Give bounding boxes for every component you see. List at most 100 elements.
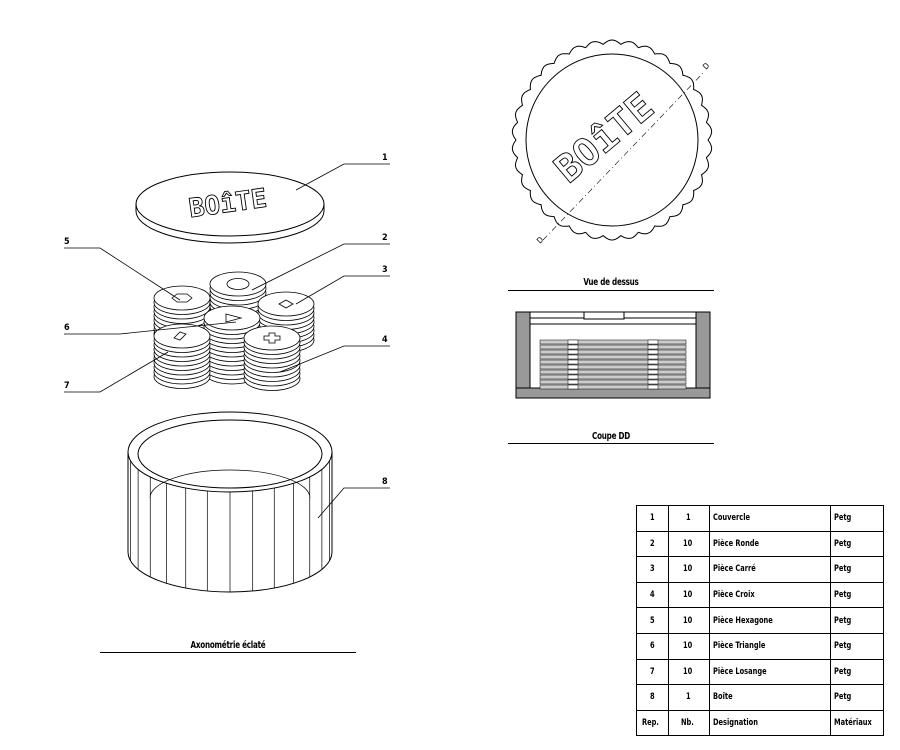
stack-cross: [243, 325, 301, 391]
bom-cell-rep: 7: [636, 658, 669, 686]
callout-5: 5: [64, 237, 70, 247]
bom-text-material: Petg: [833, 513, 852, 524]
bom-cell-rep: 8: [636, 684, 669, 711]
bom-row: 3 10 Pièce Carré Petg: [636, 556, 885, 583]
bom-text-nb: 10: [682, 564, 693, 575]
bom-cell-designation: Designation: [708, 709, 831, 737]
bom-cell-material: Petg: [829, 556, 885, 583]
callout-4: 4: [382, 335, 388, 345]
bom-row: 5 10 Pièce Hexagone Petg: [636, 607, 885, 634]
callout-3: 3: [382, 265, 388, 275]
bom-text-rep: 4: [649, 590, 655, 601]
bom-cell-rep: 2: [636, 530, 669, 558]
bom-text-material: Petg: [833, 538, 852, 549]
bom-row: 8 1 Boîte Petg: [636, 684, 885, 711]
bom-text-designation: Designation: [712, 718, 758, 729]
bom-cell-designation: Pièce Carré: [708, 556, 831, 583]
bom-cell-rep: Rep.: [636, 709, 669, 737]
bom-cell-material: Petg: [829, 530, 885, 558]
bom-header-row: Rep. Nb. Designation Matériaux: [636, 709, 885, 737]
bom-cell-designation: Boîte: [708, 684, 831, 711]
box-part: [127, 411, 333, 593]
section-marker-bottom: D: [535, 235, 546, 246]
bom-cell-rep: 3: [636, 556, 669, 583]
bom-cell-material: Petg: [829, 658, 885, 686]
stack-rhombus: [153, 323, 211, 389]
bom-cell-nb: 10: [667, 607, 710, 634]
callout-8: 8: [382, 477, 388, 487]
section-marker-top: D: [701, 61, 712, 72]
bom-text-designation: Pièce Triangle: [712, 641, 765, 652]
bom-text-designation: Pièce Carré: [712, 564, 756, 575]
top-logo: BOîTE: [546, 84, 662, 191]
bom-cell-designation: Pièce Losange: [708, 658, 831, 686]
exploded-caption-underline: [100, 652, 356, 653]
bom-cell-designation: Couvercle: [708, 505, 831, 532]
section-view: [515, 311, 711, 399]
bom-cell-material: Petg: [829, 581, 885, 609]
bom-text-nb: 10: [682, 590, 693, 601]
bom-text-nb: 10: [682, 615, 693, 626]
bom-cell-material: Petg: [829, 607, 885, 634]
bom-cell-designation: Pièce Croix: [708, 581, 831, 609]
bom-text-material: Petg: [833, 666, 852, 677]
bom-row: 4 10 Pièce Croix Petg: [636, 581, 885, 609]
bom-text-nb: 1: [685, 692, 691, 703]
callout-6: 6: [64, 323, 70, 333]
bom-text-rep: 7: [649, 666, 655, 677]
bom-cell-material: Matériaux: [829, 709, 885, 737]
leader-lines: [64, 163, 390, 519]
bom-cell-nb: 1: [667, 505, 710, 532]
bom-text-rep: 3: [649, 564, 655, 575]
bom-text-rep: 5: [649, 615, 655, 626]
piece-stacks: [153, 271, 315, 391]
bom-cell-designation: Pièce Hexagone: [708, 607, 831, 634]
callout-7: 7: [64, 381, 70, 391]
bom-text-designation: Pièce Croix: [712, 590, 755, 601]
bom-cell-nb: 1: [667, 684, 710, 711]
bom-text-rep: 2: [649, 538, 655, 549]
callout-2: 2: [382, 233, 388, 243]
top-caption-underline: [508, 290, 714, 291]
bom-cell-rep: 5: [636, 607, 669, 634]
bom-text-rep: 1: [649, 513, 655, 524]
bom-text-material: Matériaux: [833, 718, 872, 729]
exploded-view-caption: Axonométrie éclaté: [190, 640, 266, 651]
bom-cell-nb: 10: [667, 530, 710, 558]
bom-cell-nb: 10: [667, 632, 710, 660]
bom-cell-material: Petg: [829, 632, 885, 660]
bom-text-rep: 8: [649, 692, 655, 703]
bom-text-designation: Boîte: [712, 692, 733, 703]
top-view-caption: Vue de dessus: [583, 277, 639, 288]
top-view: BOîTE D D: [511, 39, 713, 246]
bom-text-rep: Rep.: [642, 718, 659, 729]
bom-text-designation: Pièce Ronde: [712, 538, 759, 549]
bom-cell-rep: 4: [636, 581, 669, 609]
bom-cell-nb: 10: [667, 658, 710, 686]
section-caption-underline: [508, 443, 714, 444]
bom-cell-material: Petg: [829, 505, 885, 532]
bom-cell-rep: 6: [636, 632, 669, 660]
bom-text-nb: 10: [682, 538, 693, 549]
bom-text-rep: 6: [649, 641, 655, 652]
bom-cell-designation: Pièce Triangle: [708, 632, 831, 660]
callout-1: 1: [382, 153, 388, 163]
bom-text-nb: 10: [682, 666, 693, 677]
bom-cell-designation: Pièce Ronde: [708, 530, 831, 558]
bom-text-nb: 1: [685, 513, 691, 524]
bom-text-material: Petg: [833, 590, 852, 601]
bom-row: 6 10 Pièce Triangle Petg: [636, 632, 885, 660]
bom-text-designation: Pièce Hexagone: [712, 615, 773, 626]
lid-part: BOîTE: [135, 171, 325, 244]
bom-text-nb: 10: [682, 641, 693, 652]
section-view-caption: Coupe DD: [592, 431, 630, 442]
bom-cell-nb: 10: [667, 556, 710, 583]
bom-cell-nb: Nb.: [667, 709, 710, 737]
bom-text-material: Petg: [833, 692, 852, 703]
bom-text-material: Petg: [833, 615, 852, 626]
bom-text-nb: Nb.: [680, 718, 694, 729]
